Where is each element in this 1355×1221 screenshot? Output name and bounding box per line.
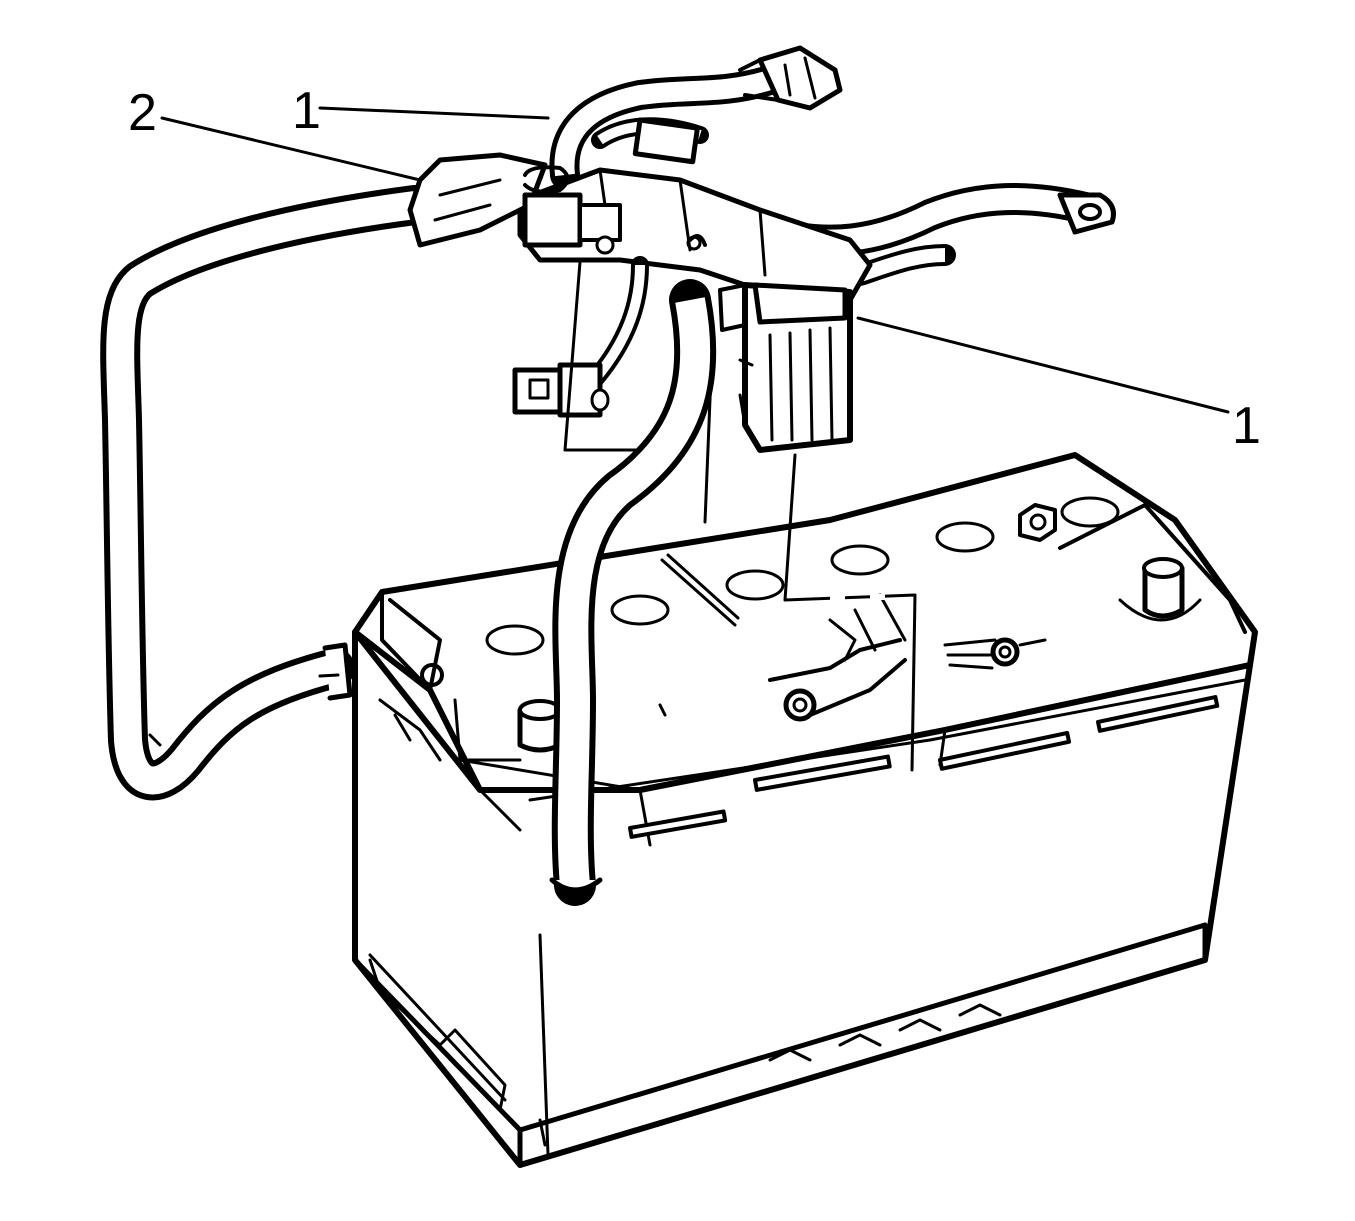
vent-strips — [628, 695, 1220, 839]
leader-lines — [160, 106, 1230, 772]
terminal-clamps — [658, 593, 1047, 722]
positive-battery-cable — [549, 279, 717, 906]
negative-battery-cable — [100, 185, 435, 801]
fuse-block — [718, 282, 853, 453]
callout-1-right: 1 — [1232, 397, 1261, 455]
leader-1-top — [318, 106, 550, 120]
ring-terminal — [1057, 192, 1116, 235]
callout-2: 2 — [128, 84, 157, 142]
battery — [352, 452, 1258, 1168]
battery-post-positive — [1118, 557, 1202, 622]
harness-connector-top — [738, 45, 843, 111]
leader-1-right — [856, 316, 1230, 414]
harness-connector-lower — [512, 362, 610, 418]
cell-caps — [485, 496, 1120, 656]
hold-down-bolt — [1018, 503, 1057, 542]
callout-1-top: 1 — [292, 82, 321, 140]
wiring-harness — [407, 45, 1116, 453]
leader-2 — [160, 116, 422, 182]
